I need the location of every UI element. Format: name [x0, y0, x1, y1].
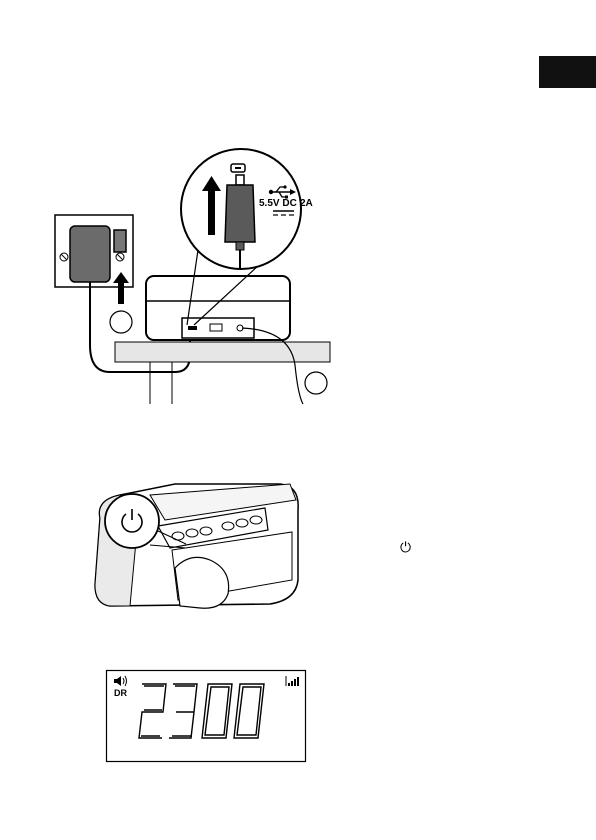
power-connection-illustration: 5.5V DC 2A	[0, 0, 360, 420]
power-adapter	[70, 226, 110, 282]
power-symbol-text: ⏻	[400, 541, 411, 555]
callout-2	[305, 372, 327, 394]
callout-1	[110, 311, 132, 333]
power-button-zoom	[105, 494, 159, 548]
language-tab	[539, 56, 596, 88]
lcd-display-figure: DR	[106, 670, 306, 762]
table-top	[115, 342, 330, 362]
usb-plug	[225, 185, 255, 242]
power-button-figure	[0, 460, 320, 620]
dr-indicator: DR	[114, 688, 127, 698]
power-button-illustration	[0, 460, 320, 620]
port-voltage-label: 5.5V DC	[259, 198, 297, 209]
power-connection-figure: 5.5V DC 2A	[0, 0, 360, 420]
port-current-label: 2A	[300, 198, 313, 209]
lcd-display: DR	[106, 670, 306, 762]
